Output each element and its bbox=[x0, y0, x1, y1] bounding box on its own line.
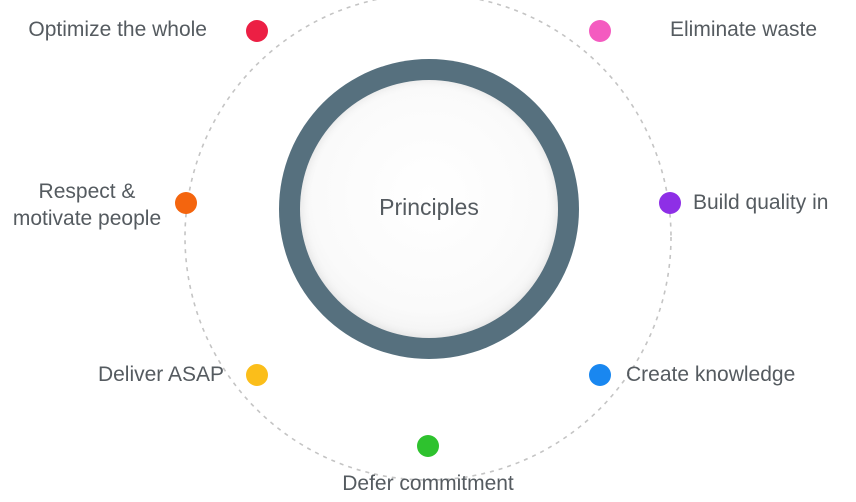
eliminate-waste-label: Eliminate waste bbox=[670, 18, 818, 41]
center-label: Principles bbox=[379, 194, 479, 220]
center-hub bbox=[300, 80, 558, 338]
optimize-whole-label: Optimize the whole bbox=[28, 18, 207, 41]
deliver-asap-node bbox=[246, 364, 268, 386]
build-quality-in-node bbox=[659, 192, 681, 214]
optimize-whole-node bbox=[246, 20, 268, 42]
build-quality-in-label: Build quality in bbox=[693, 191, 829, 214]
defer-commitment-node bbox=[417, 435, 439, 457]
eliminate-waste-node bbox=[589, 20, 611, 42]
respect-people-label: Respect & motivate people bbox=[12, 180, 162, 230]
create-knowledge-label: Create knowledge bbox=[626, 363, 796, 386]
defer-commitment-label: Defer commitment bbox=[342, 472, 514, 495]
create-knowledge-node bbox=[589, 364, 611, 386]
respect-people-node bbox=[175, 192, 197, 214]
deliver-asap-label: Deliver ASAP bbox=[97, 363, 224, 386]
